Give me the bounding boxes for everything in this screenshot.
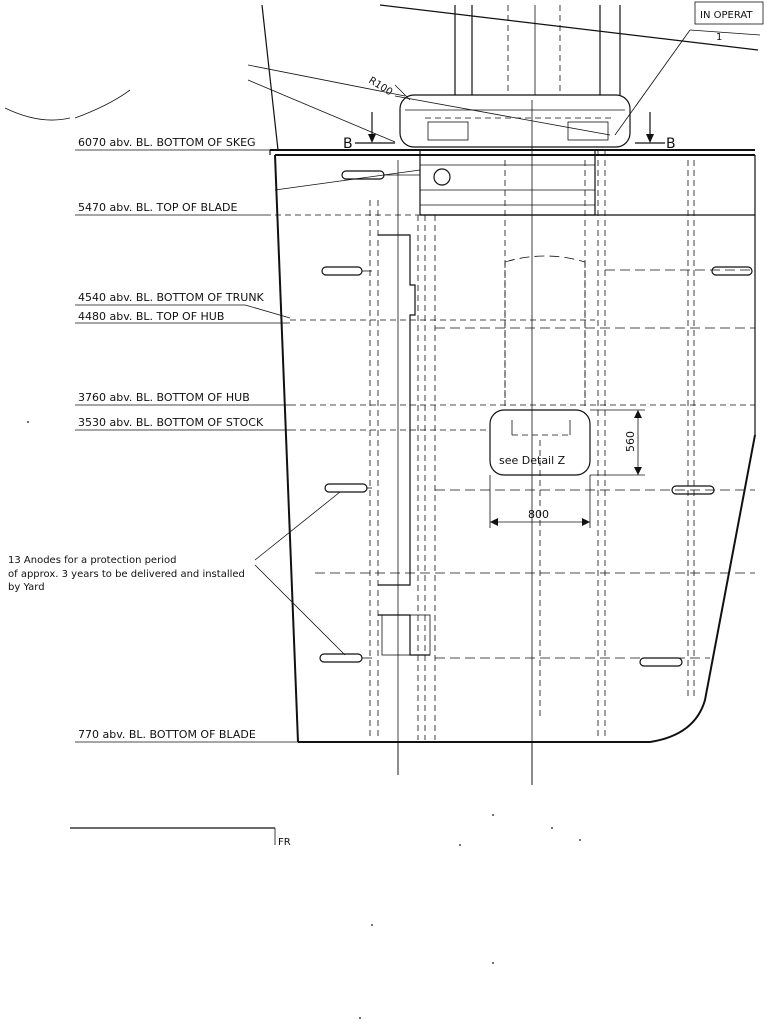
dim-height-label: 560	[624, 431, 637, 452]
construction-line	[247, 64, 406, 97]
construction-line	[247, 79, 396, 143]
frame-label: FR	[278, 837, 291, 848]
section-mark-right: B	[666, 136, 676, 152]
level-lines	[75, 149, 755, 743]
leader-number: 1	[716, 32, 722, 43]
anodes-note-line3: by Yard	[8, 582, 45, 593]
anode	[671, 485, 715, 495]
stock-centerlines	[369, 100, 695, 785]
construction-line	[394, 95, 611, 136]
anode	[321, 266, 372, 276]
pintle-housing	[419, 149, 596, 216]
dim-width-label: 800	[528, 508, 549, 521]
in-operation-box	[694, 1, 764, 25]
hub-outline	[504, 255, 586, 263]
pintle-bolt	[433, 168, 451, 186]
inner-web	[378, 234, 416, 586]
anode	[319, 653, 372, 663]
level-label-top-of-hub: 4480 abv. BL. TOP OF HUB	[78, 310, 224, 323]
arc-fragment	[4, 107, 71, 121]
section-marker-right	[635, 112, 665, 144]
level-label-bottom-of-stock: 3530 abv. BL. BOTTOM OF STOCK	[78, 416, 264, 429]
level-label-top-of-blade: 5470 abv. BL. TOP OF BLADE	[78, 201, 237, 214]
anode-leader	[254, 564, 346, 656]
anode	[639, 657, 683, 667]
rudder-blade-outline	[274, 154, 756, 743]
anode	[324, 483, 372, 493]
anode	[711, 266, 753, 276]
anode	[341, 170, 420, 180]
in-operation-label: IN OPERAT	[700, 10, 753, 21]
skeg-outline	[261, 4, 759, 151]
detail-z-label: see Detail Z	[499, 454, 566, 467]
radius-label: R100	[366, 75, 394, 98]
arc-fragment	[74, 89, 131, 119]
level-label-bottom-of-hub: 3760 abv. BL. BOTTOM OF HUB	[78, 391, 250, 404]
level-label-bottom-of-trunk: 4540 abv. BL. BOTTOM OF TRUNK	[78, 291, 265, 304]
anodes-note-line1: 13 Anodes for a protection period	[8, 555, 176, 566]
rudder-head	[399, 94, 631, 148]
level-label-bottom-of-blade: 770 abv. BL. BOTTOM OF BLADE	[78, 728, 256, 741]
anodes-note-line2: of approx. 3 years to be delivered and i…	[8, 569, 245, 580]
detail-z-box	[489, 409, 591, 476]
section-mark-left: B	[343, 136, 353, 152]
section-marker-left	[355, 112, 395, 144]
level-label-bottom-of-skeg: 6070 abv. BL. BOTTOM OF SKEG	[78, 136, 256, 149]
anode-leader	[254, 491, 341, 561]
